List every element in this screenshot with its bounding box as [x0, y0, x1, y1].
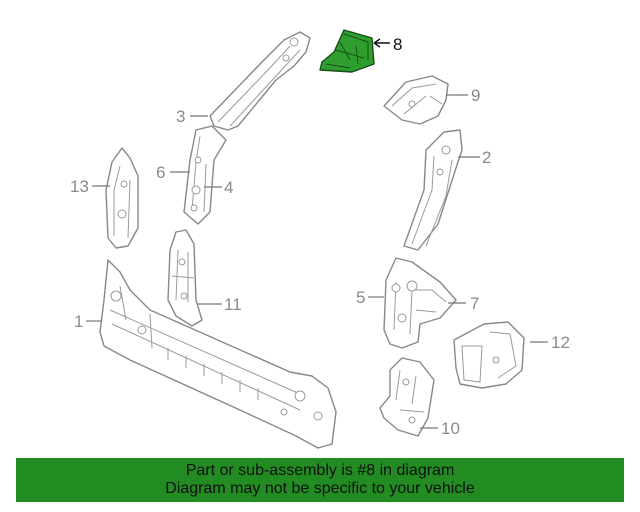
info-banner: Part or sub-assembly is #8 in diagram Di…	[16, 458, 624, 502]
banner-line-2: Diagram may not be specific to your vehi…	[165, 480, 475, 497]
part-3[interactable]	[209, 31, 311, 131]
callout-8: 8	[393, 35, 402, 54]
part-10[interactable]	[379, 357, 435, 437]
callout-12: 12	[551, 333, 570, 352]
callout-1: 1	[74, 312, 83, 331]
part-1[interactable]	[99, 259, 337, 449]
callout-9: 9	[471, 86, 480, 105]
part-6-4[interactable]	[183, 125, 227, 225]
callout-7: 7	[470, 294, 479, 313]
callout-2: 2	[482, 148, 491, 167]
part-12[interactable]	[453, 321, 525, 389]
part-13[interactable]	[105, 147, 139, 249]
callout-10: 10	[441, 419, 460, 438]
leader-lines	[86, 38, 548, 429]
part-11[interactable]	[167, 229, 203, 327]
callout-13: 13	[70, 177, 89, 196]
part-2[interactable]	[403, 129, 463, 251]
part-8-highlighted[interactable]	[319, 29, 375, 73]
parts-diagram: 8 3 9 2 6 4 13 11 1 5 7 12 10	[70, 29, 570, 449]
banner-line-1: Part or sub-assembly is #8 in diagram	[185, 462, 455, 479]
callout-5: 5	[356, 288, 365, 307]
part-5-7[interactable]	[383, 257, 457, 349]
callout-11: 11	[224, 295, 242, 314]
part-9[interactable]	[383, 75, 449, 125]
callout-6: 6	[156, 163, 165, 182]
callout-3: 3	[176, 107, 185, 126]
callout-4: 4	[224, 178, 233, 197]
